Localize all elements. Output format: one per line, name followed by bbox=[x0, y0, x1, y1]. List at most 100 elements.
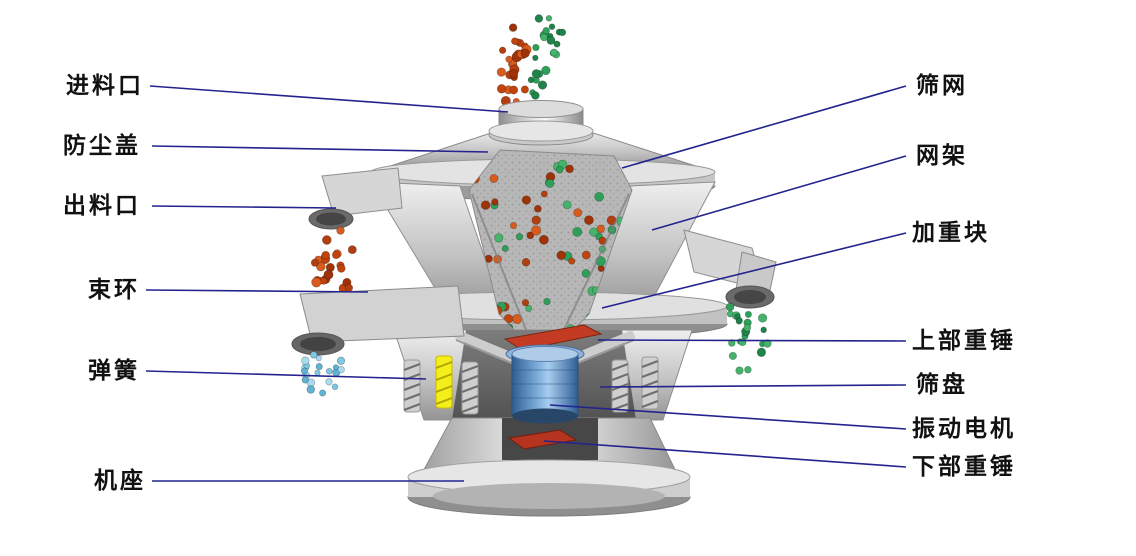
particle bbox=[558, 28, 567, 37]
particle bbox=[508, 23, 518, 32]
label-vibration-motor: 振动电机 bbox=[912, 416, 1016, 442]
lower-weight-hammer bbox=[507, 429, 578, 450]
particle bbox=[301, 376, 309, 384]
particle bbox=[521, 299, 530, 307]
particle bbox=[310, 258, 319, 267]
particle bbox=[763, 339, 772, 348]
leader-spring bbox=[145, 370, 427, 380]
particle bbox=[565, 164, 574, 174]
particle bbox=[596, 224, 605, 233]
particle bbox=[728, 351, 737, 360]
label-clamp-ring: 束环 bbox=[88, 277, 140, 303]
particle bbox=[311, 277, 322, 288]
particle bbox=[337, 264, 346, 273]
particle bbox=[325, 378, 333, 386]
particle bbox=[555, 165, 564, 174]
particle bbox=[532, 43, 540, 52]
particle bbox=[531, 225, 542, 236]
particle bbox=[315, 355, 322, 362]
particle bbox=[344, 283, 354, 292]
particle bbox=[584, 215, 594, 225]
particle bbox=[735, 366, 744, 375]
particle bbox=[316, 261, 326, 272]
machine-base bbox=[407, 417, 691, 517]
particle bbox=[521, 257, 531, 267]
particle bbox=[573, 208, 583, 218]
particle bbox=[509, 69, 519, 79]
particle bbox=[538, 234, 549, 245]
particle bbox=[736, 317, 743, 324]
label-weight-block: 加重块 bbox=[912, 220, 990, 246]
particle bbox=[589, 227, 599, 237]
leader-discharge-outlet bbox=[151, 205, 337, 209]
particle bbox=[315, 363, 323, 371]
leader-dust-cover bbox=[151, 145, 489, 153]
particle bbox=[321, 235, 332, 245]
particle bbox=[556, 250, 566, 261]
particle bbox=[505, 55, 513, 63]
spring-highlight bbox=[435, 355, 453, 409]
particle bbox=[310, 351, 318, 359]
leader-lower-weight bbox=[543, 440, 907, 468]
particle bbox=[511, 37, 519, 45]
label-screen-mesh: 筛网 bbox=[916, 73, 968, 99]
particle bbox=[543, 297, 551, 306]
particle bbox=[489, 174, 499, 183]
label-upper-weight: 上部重锤 bbox=[912, 328, 1016, 354]
particle bbox=[526, 231, 535, 240]
leader-screen-mesh bbox=[621, 85, 907, 169]
leader-mesh-frame bbox=[651, 155, 907, 231]
particle bbox=[300, 367, 308, 375]
particle bbox=[549, 48, 558, 57]
discharge-outlet-right bbox=[683, 229, 777, 309]
feed-stream-red-particles bbox=[496, 23, 532, 107]
particle bbox=[562, 200, 572, 210]
discharge-stream-red-particles bbox=[310, 226, 357, 294]
leader-lines bbox=[145, 85, 907, 482]
particle bbox=[537, 80, 548, 90]
particle bbox=[331, 250, 341, 260]
particle bbox=[337, 365, 345, 374]
label-sieve-tray: 筛盘 bbox=[916, 372, 968, 398]
particle bbox=[525, 305, 533, 312]
particle bbox=[509, 222, 518, 230]
upper-weight-hammer bbox=[503, 324, 603, 351]
particle bbox=[321, 250, 331, 260]
particle bbox=[491, 198, 499, 206]
particle bbox=[568, 257, 576, 265]
particle bbox=[496, 84, 507, 94]
spring bbox=[403, 359, 421, 413]
particle bbox=[515, 233, 524, 241]
particle bbox=[527, 76, 535, 84]
particle bbox=[757, 313, 768, 323]
particle bbox=[581, 250, 591, 260]
particle bbox=[534, 14, 544, 23]
label-spring: 弹簧 bbox=[88, 358, 140, 384]
leader-feed-inlet bbox=[149, 85, 509, 113]
particle bbox=[498, 46, 507, 54]
leader-upper-weight bbox=[597, 339, 907, 342]
particle bbox=[545, 15, 553, 22]
label-dust-cover: 防尘盖 bbox=[63, 133, 141, 159]
particle bbox=[548, 23, 556, 30]
spring bbox=[641, 356, 659, 410]
leader-sieve-tray bbox=[599, 384, 907, 388]
particle bbox=[594, 191, 604, 202]
spring bbox=[611, 359, 629, 413]
particle bbox=[332, 364, 339, 371]
particle bbox=[494, 233, 504, 243]
particle bbox=[325, 367, 333, 375]
particle bbox=[744, 310, 752, 318]
particle bbox=[336, 226, 345, 235]
particle bbox=[520, 48, 530, 58]
particle bbox=[319, 389, 327, 397]
particle bbox=[531, 215, 541, 225]
particle bbox=[531, 91, 540, 100]
particle bbox=[501, 245, 509, 252]
particle bbox=[540, 33, 548, 42]
particle bbox=[744, 365, 752, 374]
particle bbox=[331, 383, 339, 391]
particle bbox=[756, 347, 767, 357]
particle bbox=[532, 54, 539, 62]
particle bbox=[521, 195, 532, 205]
